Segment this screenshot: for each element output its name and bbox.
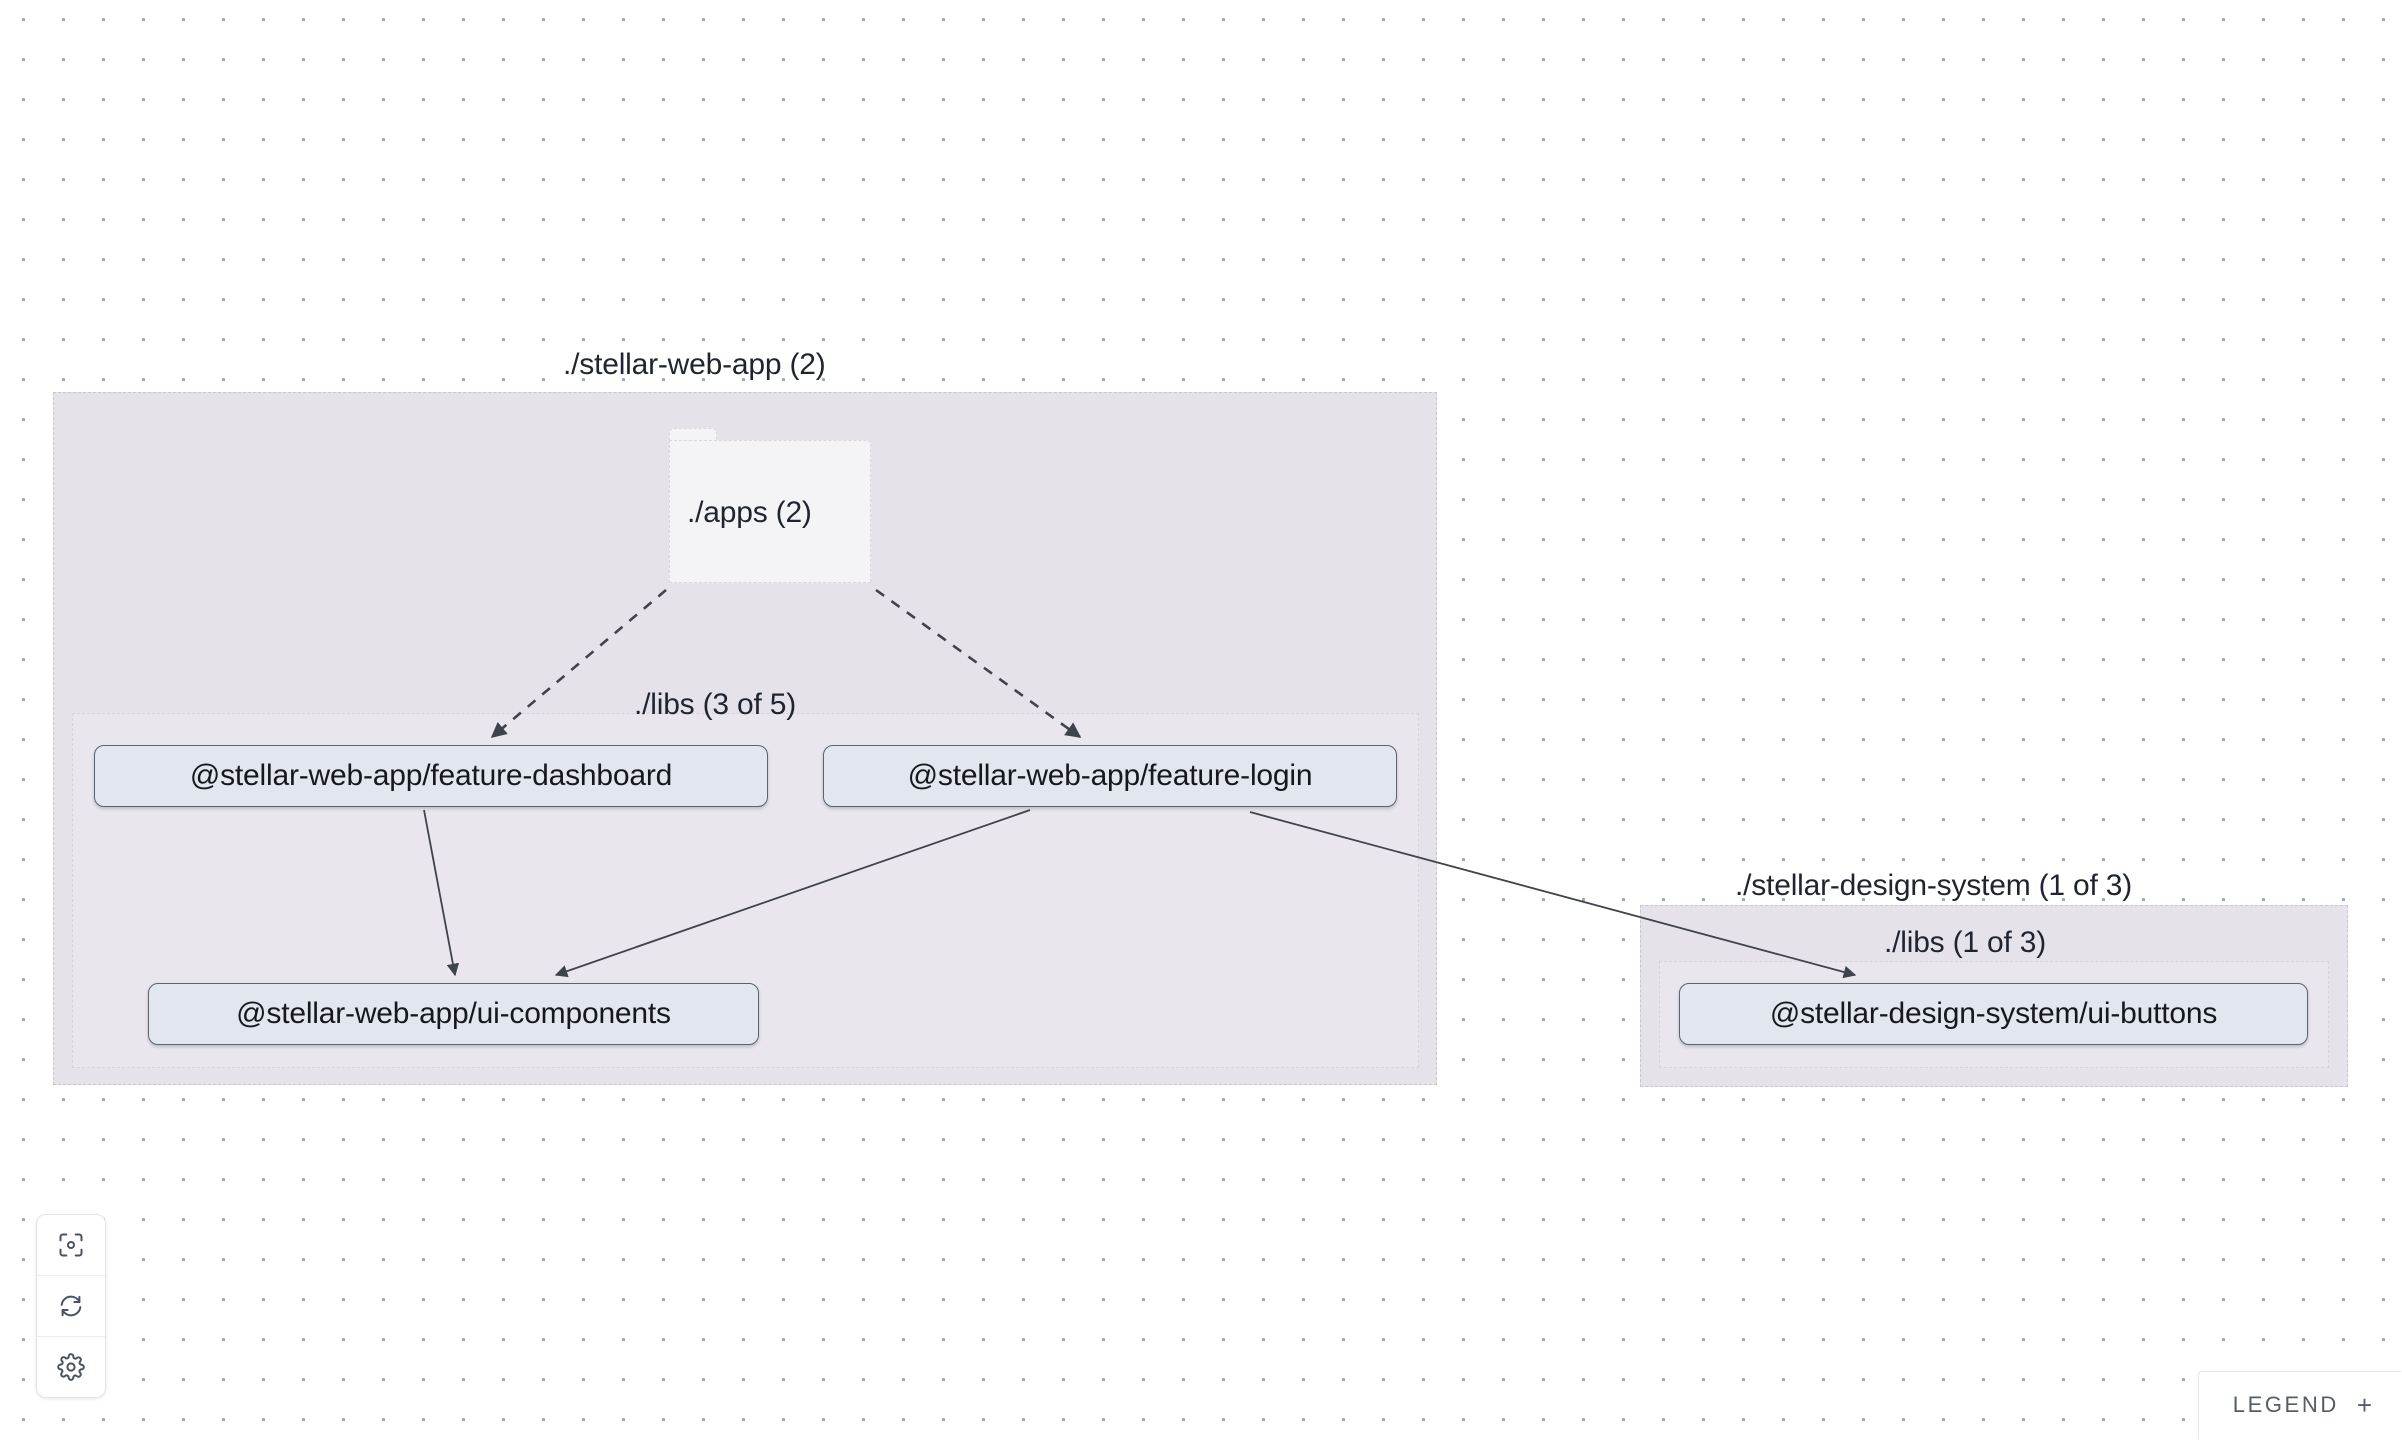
focus-target-icon bbox=[57, 1231, 85, 1259]
group-label-stellar-design-system: ./stellar-design-system (1 of 3) bbox=[1735, 869, 2133, 902]
group-label-stellar-web-app: ./stellar-web-app (2) bbox=[563, 348, 826, 381]
refresh-button[interactable] bbox=[37, 1276, 105, 1337]
legend-label: LEGEND bbox=[2232, 1392, 2339, 1417]
refresh-icon bbox=[57, 1292, 85, 1320]
plus-icon: + bbox=[2356, 1390, 2372, 1420]
node-feature-dashboard[interactable]: @stellar-web-app/feature-dashboard bbox=[94, 745, 768, 807]
gear-icon bbox=[57, 1353, 85, 1381]
node-label: @stellar-web-app/feature-login bbox=[907, 759, 1313, 792]
subgroup-label-design-system-libs: ./libs (1 of 3) bbox=[1884, 926, 2047, 959]
node-ui-components[interactable]: @stellar-web-app/ui-components bbox=[148, 983, 759, 1045]
folder-apps-label: ./apps (2) bbox=[687, 496, 812, 529]
node-label: @stellar-web-app/ui-components bbox=[236, 997, 671, 1030]
node-feature-login[interactable]: @stellar-web-app/feature-login bbox=[823, 745, 1397, 807]
folder-apps[interactable] bbox=[669, 440, 871, 583]
canvas-toolbar[interactable] bbox=[36, 1214, 106, 1398]
subgroup-label-web-app-libs: ./libs (3 of 5) bbox=[634, 688, 797, 721]
node-label: @stellar-design-system/ui-buttons bbox=[1769, 997, 2218, 1030]
node-label: @stellar-web-app/feature-dashboard bbox=[189, 759, 673, 792]
legend-toggle[interactable]: LEGEND + bbox=[2197, 1371, 2402, 1440]
focus-button[interactable] bbox=[37, 1215, 105, 1276]
settings-button[interactable] bbox=[37, 1337, 105, 1397]
node-ui-buttons[interactable]: @stellar-design-system/ui-buttons bbox=[1679, 983, 2308, 1045]
